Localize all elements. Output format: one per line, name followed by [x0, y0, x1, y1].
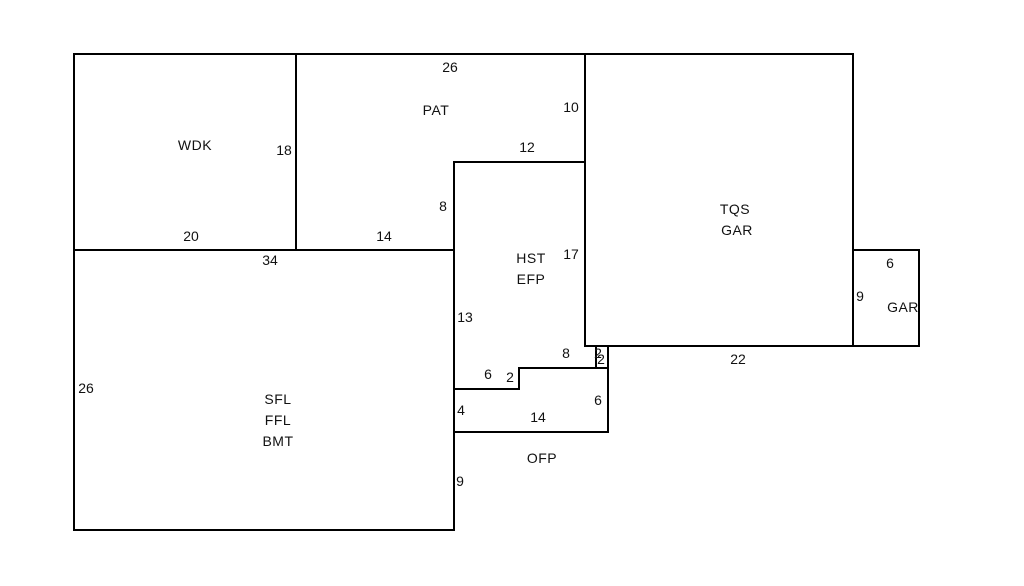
dim-hst-left-lower: 13: [457, 309, 473, 325]
room-label-sfl: SFL: [264, 391, 291, 407]
walls: [73, 53, 920, 531]
room-labels: WDK PAT TQS GAR HST EFP GAR SFL FFL BMT …: [178, 102, 919, 466]
dim-wdk-right: 18: [276, 142, 292, 158]
main-room-outline: [73, 249, 455, 531]
dim-main-right-lower: 9: [456, 473, 464, 489]
dim-pat-bottom: 14: [376, 228, 392, 244]
room-label-gar-tqs: GAR: [721, 222, 753, 238]
dim-hst-top: 12: [519, 139, 535, 155]
dim-wdk-bottom: 20: [183, 228, 199, 244]
dim-step-right: 8: [562, 345, 570, 361]
dim-gar-left: 9: [856, 288, 864, 304]
dim-ofp-left: 4: [457, 402, 465, 418]
room-label-wdk: WDK: [178, 137, 212, 153]
gar-outline: [852, 249, 920, 347]
pat-room-outline: [295, 53, 586, 251]
room-label-bmt: BMT: [262, 433, 293, 449]
room-label-hst: HST: [516, 250, 546, 266]
dim-hst-left: 8: [439, 198, 447, 214]
room-label-pat: PAT: [423, 102, 450, 118]
dim-main-top: 34: [262, 252, 278, 268]
dim-step-mid: 2: [506, 369, 514, 385]
room-label-efp: EFP: [517, 271, 546, 287]
room-label-tqs: TQS: [720, 201, 750, 217]
dim-step-left: 6: [484, 366, 492, 382]
dim-pat-right: 10: [563, 99, 579, 115]
hst-efp-step-outline: [453, 345, 609, 390]
dim-notch-b: 2: [597, 351, 605, 367]
room-label-gar: GAR: [887, 299, 919, 315]
dim-pat-top: 26: [442, 59, 458, 75]
dim-ofp-right: 6: [594, 392, 602, 408]
room-label-ofp: OFP: [527, 450, 557, 466]
room-label-ffl: FFL: [265, 412, 291, 428]
dim-tqs-bottom: 22: [730, 351, 746, 367]
dim-ofp-bottom: 14: [530, 409, 546, 425]
dim-main-left: 26: [78, 380, 94, 396]
dimension-labels: 26 10 12 18 20 14 8 34 17 13 26 6 9 22 8…: [78, 59, 894, 489]
dim-gar-top: 6: [886, 255, 894, 271]
ofp-outline: [453, 367, 609, 433]
dim-hst-right: 17: [563, 246, 579, 262]
dim-notch-a: 2: [594, 345, 602, 361]
tqs-gar-outline: [584, 53, 854, 347]
